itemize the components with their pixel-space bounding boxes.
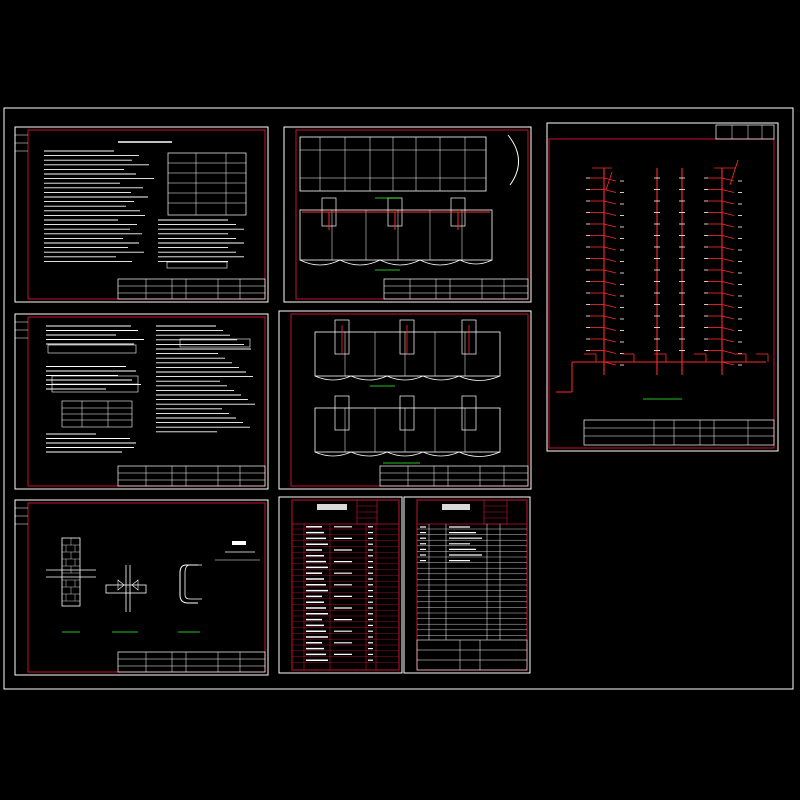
riser-branch xyxy=(721,258,735,262)
sheet-floor-plans-1 xyxy=(283,126,532,303)
wall-sleeve-detail xyxy=(46,537,96,633)
floor-plan-lower-1 xyxy=(299,197,493,266)
riser-pipes xyxy=(556,159,769,393)
riser-vent xyxy=(605,171,613,191)
riser-branch xyxy=(603,177,617,182)
notes-text-block-2 xyxy=(46,325,255,453)
riser-branch xyxy=(721,281,735,285)
sheet-drawing-index xyxy=(403,496,531,674)
riser-branch xyxy=(603,327,617,331)
riser-branch xyxy=(721,223,735,228)
riser-branch xyxy=(721,315,735,320)
title-block-4 xyxy=(117,465,266,487)
floor-plan-lower-2 xyxy=(314,395,501,457)
riser-branch xyxy=(721,338,735,343)
notes-text-block-1 xyxy=(44,141,244,262)
riser-branch xyxy=(603,338,617,343)
riser-branch xyxy=(721,200,735,205)
material-schedule-rows xyxy=(292,526,399,663)
outer-frame xyxy=(3,107,794,690)
riser-branch xyxy=(721,269,735,274)
sheet-floor-plans-2 xyxy=(278,310,532,490)
riser-branch xyxy=(721,327,735,331)
sheet-construction-details xyxy=(14,499,269,676)
riser-branch xyxy=(721,212,735,216)
sheet-design-notes-2 xyxy=(14,313,269,490)
sheet-riser-diagram xyxy=(546,122,779,452)
riser-branch xyxy=(603,315,617,320)
sheet-design-notes-1 xyxy=(14,126,269,303)
title-block-3 xyxy=(583,419,775,446)
title-block-5 xyxy=(379,465,529,487)
floor-plan-upper-2 xyxy=(314,319,501,381)
title-block-6 xyxy=(117,651,266,673)
riser-branch xyxy=(721,350,735,354)
notes-table-1 xyxy=(167,152,247,216)
riser-branch xyxy=(721,246,735,251)
title-block-2 xyxy=(383,278,529,300)
sheet-material-schedule xyxy=(278,496,403,674)
riser-branch xyxy=(603,281,617,285)
riser-branch xyxy=(721,292,735,297)
riser-branch xyxy=(603,235,617,239)
riser-branch xyxy=(603,258,617,262)
riser-branch xyxy=(603,200,617,205)
floor-sleeve-detail xyxy=(105,565,147,633)
riser-branch xyxy=(721,304,735,308)
title-block-1 xyxy=(117,278,266,300)
riser-branch xyxy=(603,350,617,354)
drawing-index-rows xyxy=(417,526,527,636)
riser-vent xyxy=(729,159,739,186)
riser-branch xyxy=(721,189,735,193)
index-title-block xyxy=(416,639,528,671)
floor-plan-upper-1 xyxy=(299,134,519,192)
riser-branch xyxy=(603,304,617,308)
riser-branch xyxy=(603,223,617,228)
riser-branch xyxy=(603,292,617,297)
riser-branch xyxy=(721,235,735,239)
riser-branch xyxy=(721,177,735,182)
pipe-bend-detail xyxy=(178,564,202,633)
riser-branch xyxy=(603,269,617,274)
riser-branch xyxy=(603,246,617,251)
riser-branch xyxy=(603,212,617,216)
